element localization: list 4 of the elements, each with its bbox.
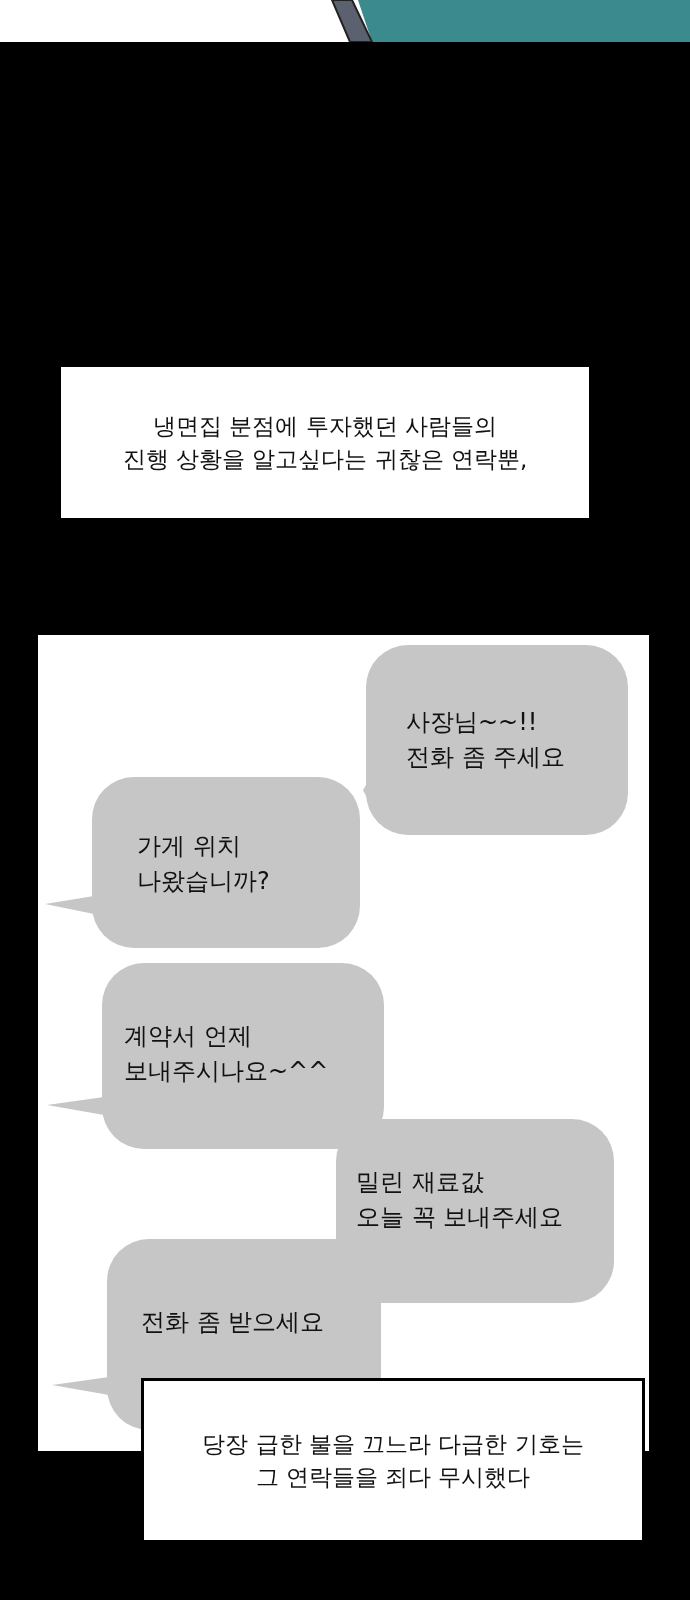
caption-box: 당장 급한 불을 끄느라 다급한 기호는 그 연락들을 죄다 무시했다 (141, 1378, 645, 1543)
speech-bubble: 사장님~~!! 전화 좀 주세요 (363, 645, 628, 835)
speech-bubble: 밀린 재료값 오늘 꼭 보내주세요 (336, 1119, 614, 1303)
caption-box: 냉면집 분점에 투자했던 사람들의 진행 상황을 알고싶다는 귀찮은 연락뿐, (61, 367, 589, 518)
